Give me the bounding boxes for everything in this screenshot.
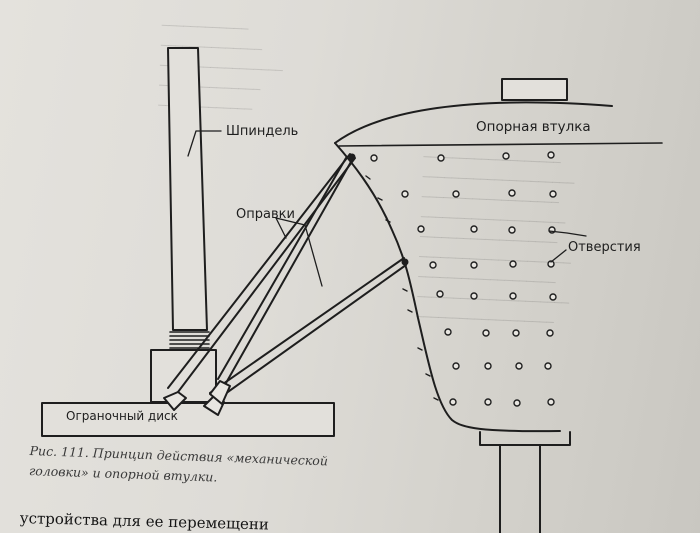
spindle-base-block	[150, 349, 217, 403]
label-mandrels: Оправки	[236, 207, 295, 222]
mandrel-1	[163, 153, 356, 411]
label-holes: Отверстия	[568, 240, 641, 255]
spindle-thread	[169, 331, 210, 349]
label-limit-disk: Ограночный диск	[66, 409, 178, 423]
label-spindle: Шпиндель	[226, 124, 299, 139]
holes-grid	[370, 151, 557, 407]
leader-lines	[187, 130, 587, 287]
label-support-sleeve: Опорная втулка	[476, 119, 591, 135]
limit-disk	[41, 402, 335, 437]
spindle	[150, 47, 217, 403]
support-sleeve	[334, 78, 663, 533]
mandrel-2	[203, 257, 409, 416]
sleeve-top-knob	[501, 78, 568, 101]
mandrel-3	[209, 157, 353, 405]
sleeve-edge-bumps	[365, 175, 439, 401]
